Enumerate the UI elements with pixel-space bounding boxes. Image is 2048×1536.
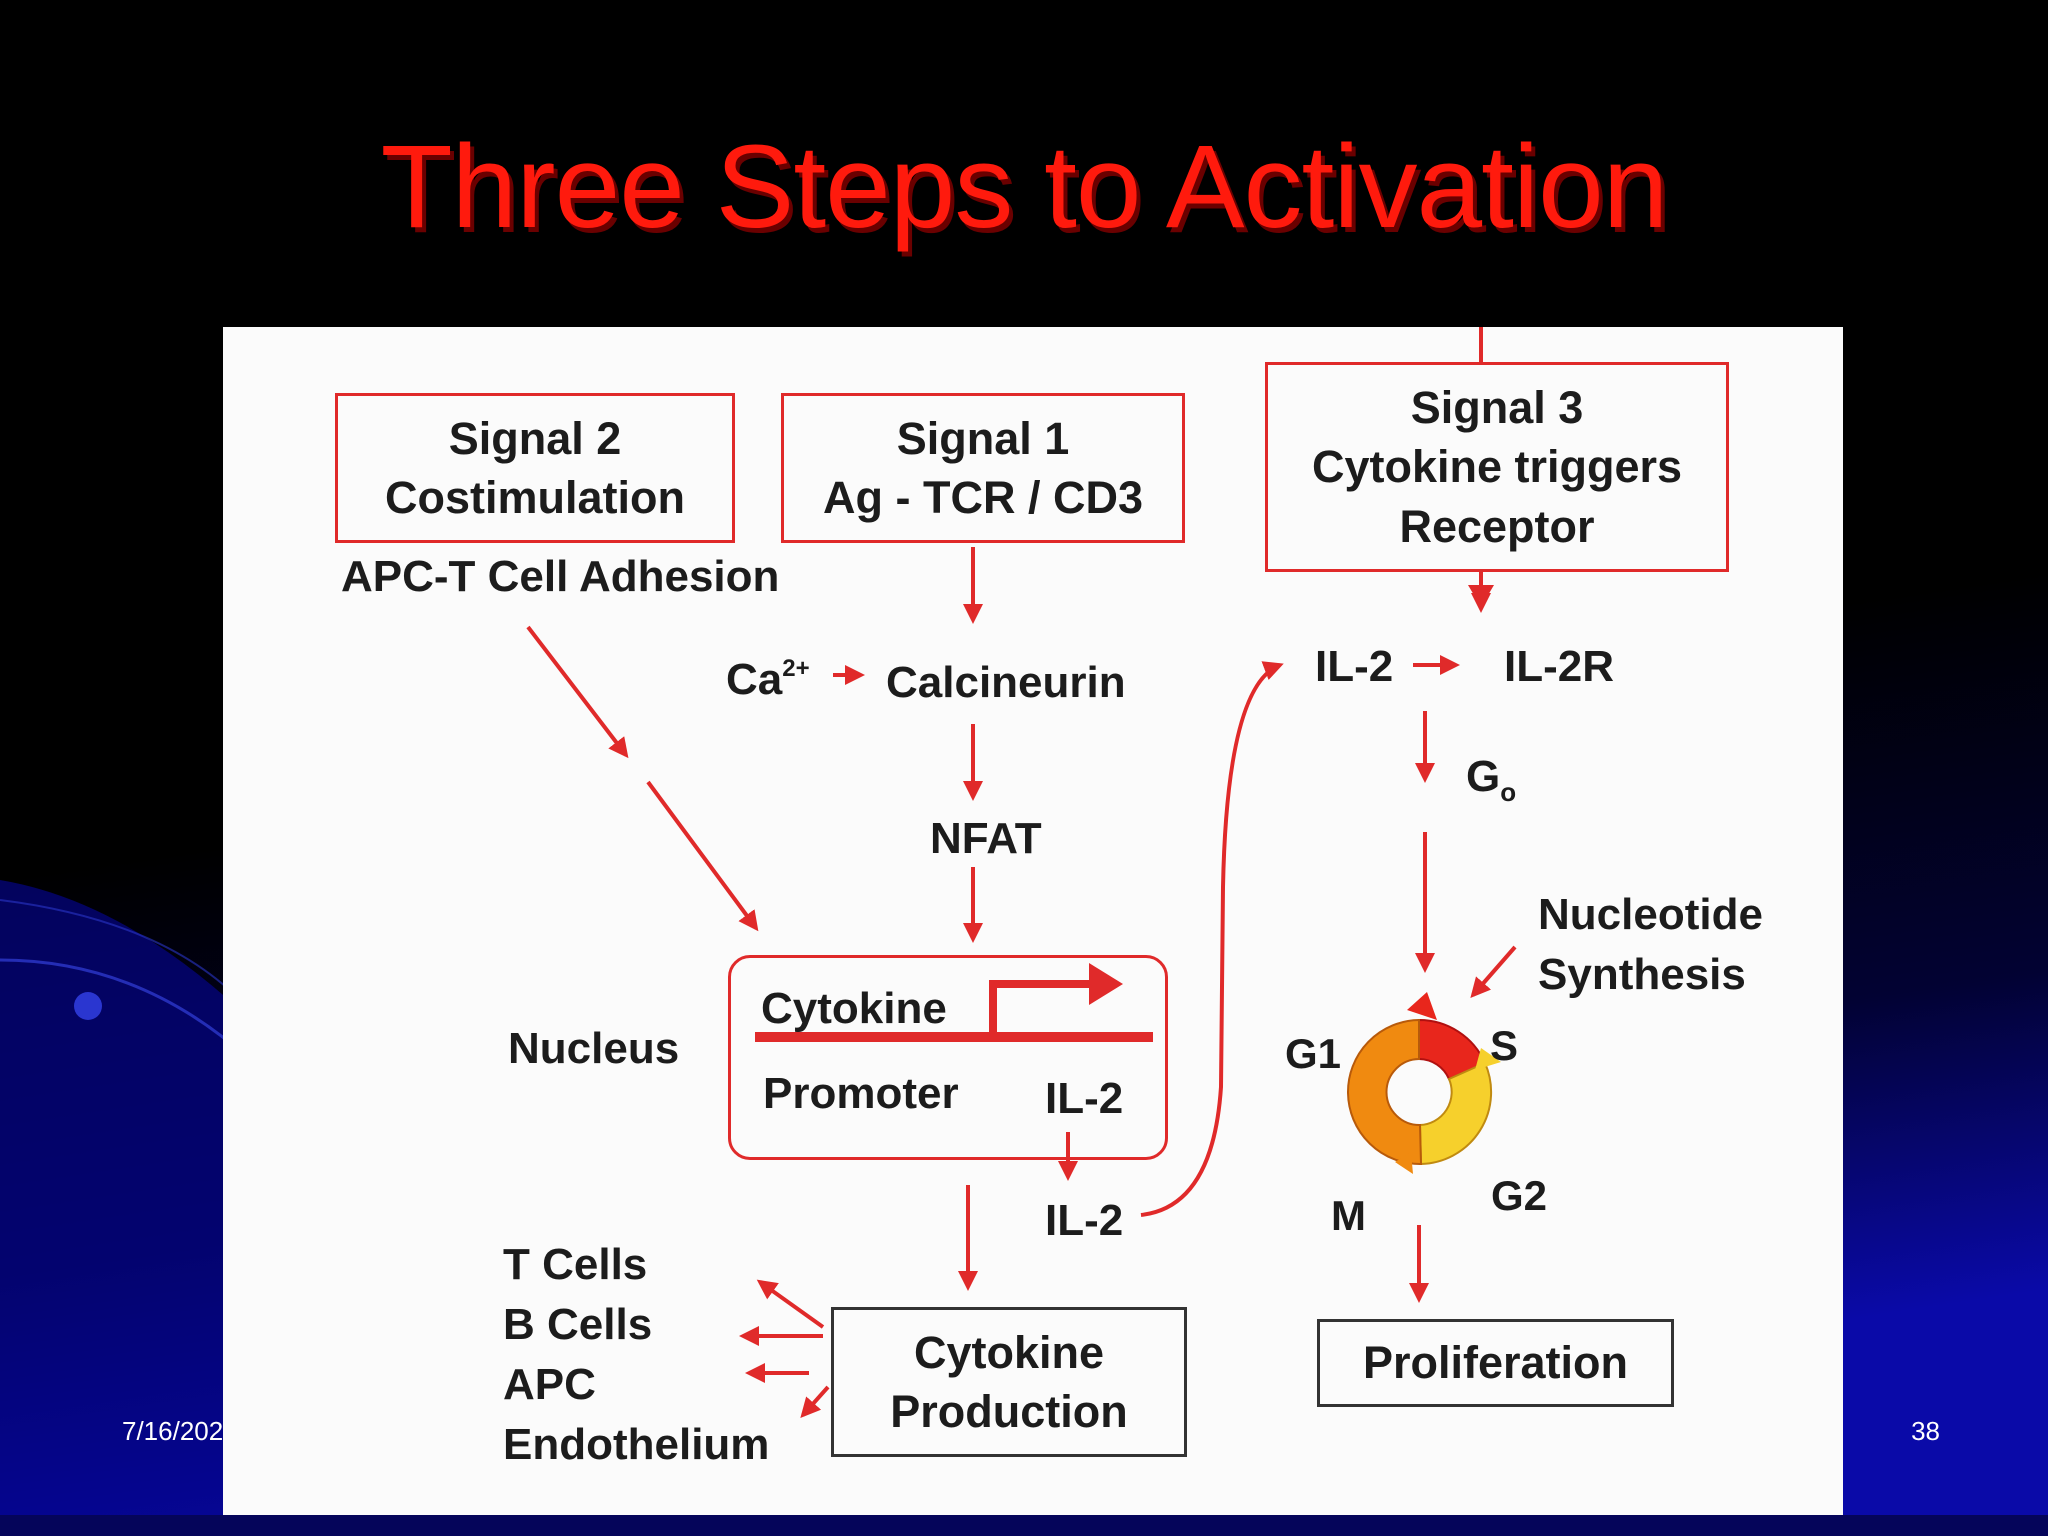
signal2-subtitle: Costimulation bbox=[385, 472, 685, 523]
arrowhead-signal3 bbox=[1468, 585, 1494, 607]
arrow-adhesion-1 bbox=[526, 625, 629, 759]
synthesis-label: Synthesis bbox=[1538, 950, 1746, 999]
il2-receptor-ligand-label: IL-2 bbox=[1315, 642, 1394, 691]
diagram-arrows bbox=[526, 327, 1517, 1418]
signal2-title: Signal 2 bbox=[448, 412, 622, 464]
g2-label: G2 bbox=[1491, 1172, 1548, 1219]
target-b-cells: B Cells bbox=[503, 1300, 653, 1349]
g1-label: G1 bbox=[1285, 1030, 1342, 1077]
arrow-to-tcells bbox=[756, 1279, 825, 1329]
cytokine-gene-label: Cytokine bbox=[761, 984, 947, 1033]
apc-adhesion-label: APC-T Cell Adhesion bbox=[341, 552, 780, 601]
s-phase-label: S bbox=[1490, 1022, 1519, 1069]
signal3-title: Signal 3 bbox=[1410, 381, 1584, 433]
signal3-line3: Receptor bbox=[1399, 500, 1595, 552]
signal3-box: Signal 3 Cytokine triggers Receptor bbox=[1265, 362, 1729, 572]
cytokine-production-line1: Cytokine bbox=[913, 1326, 1105, 1378]
signal1-box: Signal 1 Ag - TCR / CD3 bbox=[781, 393, 1185, 543]
arrow-nucleotide bbox=[1470, 945, 1517, 999]
il2-secreted-label: IL-2 bbox=[1045, 1196, 1124, 1245]
transcription-arrowhead bbox=[1089, 963, 1123, 1005]
signal3-line2: Cytokine triggers bbox=[1311, 441, 1683, 493]
nfat-label: NFAT bbox=[930, 814, 1042, 863]
transcription-arrow bbox=[989, 980, 1103, 1037]
signal1-title: Signal 1 bbox=[896, 412, 1070, 464]
proliferation-label: Proliferation bbox=[1362, 1337, 1629, 1389]
il2-gene-label: IL-2 bbox=[1045, 1074, 1124, 1123]
ca-superscript: 2+ bbox=[782, 655, 810, 682]
nucleus-box bbox=[728, 955, 1168, 1160]
g0-label: Go bbox=[1466, 752, 1517, 807]
cytokine-production-box: Cytokine Production bbox=[831, 1307, 1187, 1457]
footer-date: 7/16/202 bbox=[122, 1416, 224, 1446]
arrow-to-endothelium bbox=[800, 1385, 830, 1418]
slide-number: 38 bbox=[1911, 1416, 1940, 1446]
m-phase-label: M bbox=[1331, 1192, 1366, 1239]
calcineurin-label: Calcineurin bbox=[886, 658, 1126, 707]
arrow-il2-curve bbox=[1140, 661, 1284, 1217]
target-endothelium: Endothelium bbox=[503, 1420, 770, 1469]
il2r-label: IL-2R bbox=[1504, 642, 1614, 691]
ca-label: Ca2+ bbox=[726, 655, 810, 704]
cytokine-production-line2: Production bbox=[890, 1386, 1128, 1437]
cell-cycle-wheel bbox=[1347, 992, 1501, 1174]
signal1-subtitle: Ag - TCR / CD3 bbox=[823, 472, 1143, 523]
decorative-dot bbox=[74, 992, 102, 1020]
g0-subscript: o bbox=[1500, 776, 1517, 807]
nucleotide-label: Nucleotide bbox=[1538, 890, 1763, 939]
nucleus-label: Nucleus bbox=[508, 1024, 680, 1073]
diagram-panel: Signal 2 Costimulation Signal 1 Ag - TCR… bbox=[223, 327, 1843, 1515]
target-apc: APC bbox=[503, 1360, 596, 1409]
target-t-cells: T Cells bbox=[503, 1240, 648, 1289]
signal2-box: Signal 2 Costimulation bbox=[335, 393, 735, 543]
promoter-label: Promoter bbox=[763, 1069, 959, 1118]
slide-title: Three Steps to Activation bbox=[380, 121, 1669, 253]
proliferation-box: Proliferation bbox=[1317, 1319, 1674, 1407]
arrow-adhesion-2 bbox=[646, 780, 759, 932]
